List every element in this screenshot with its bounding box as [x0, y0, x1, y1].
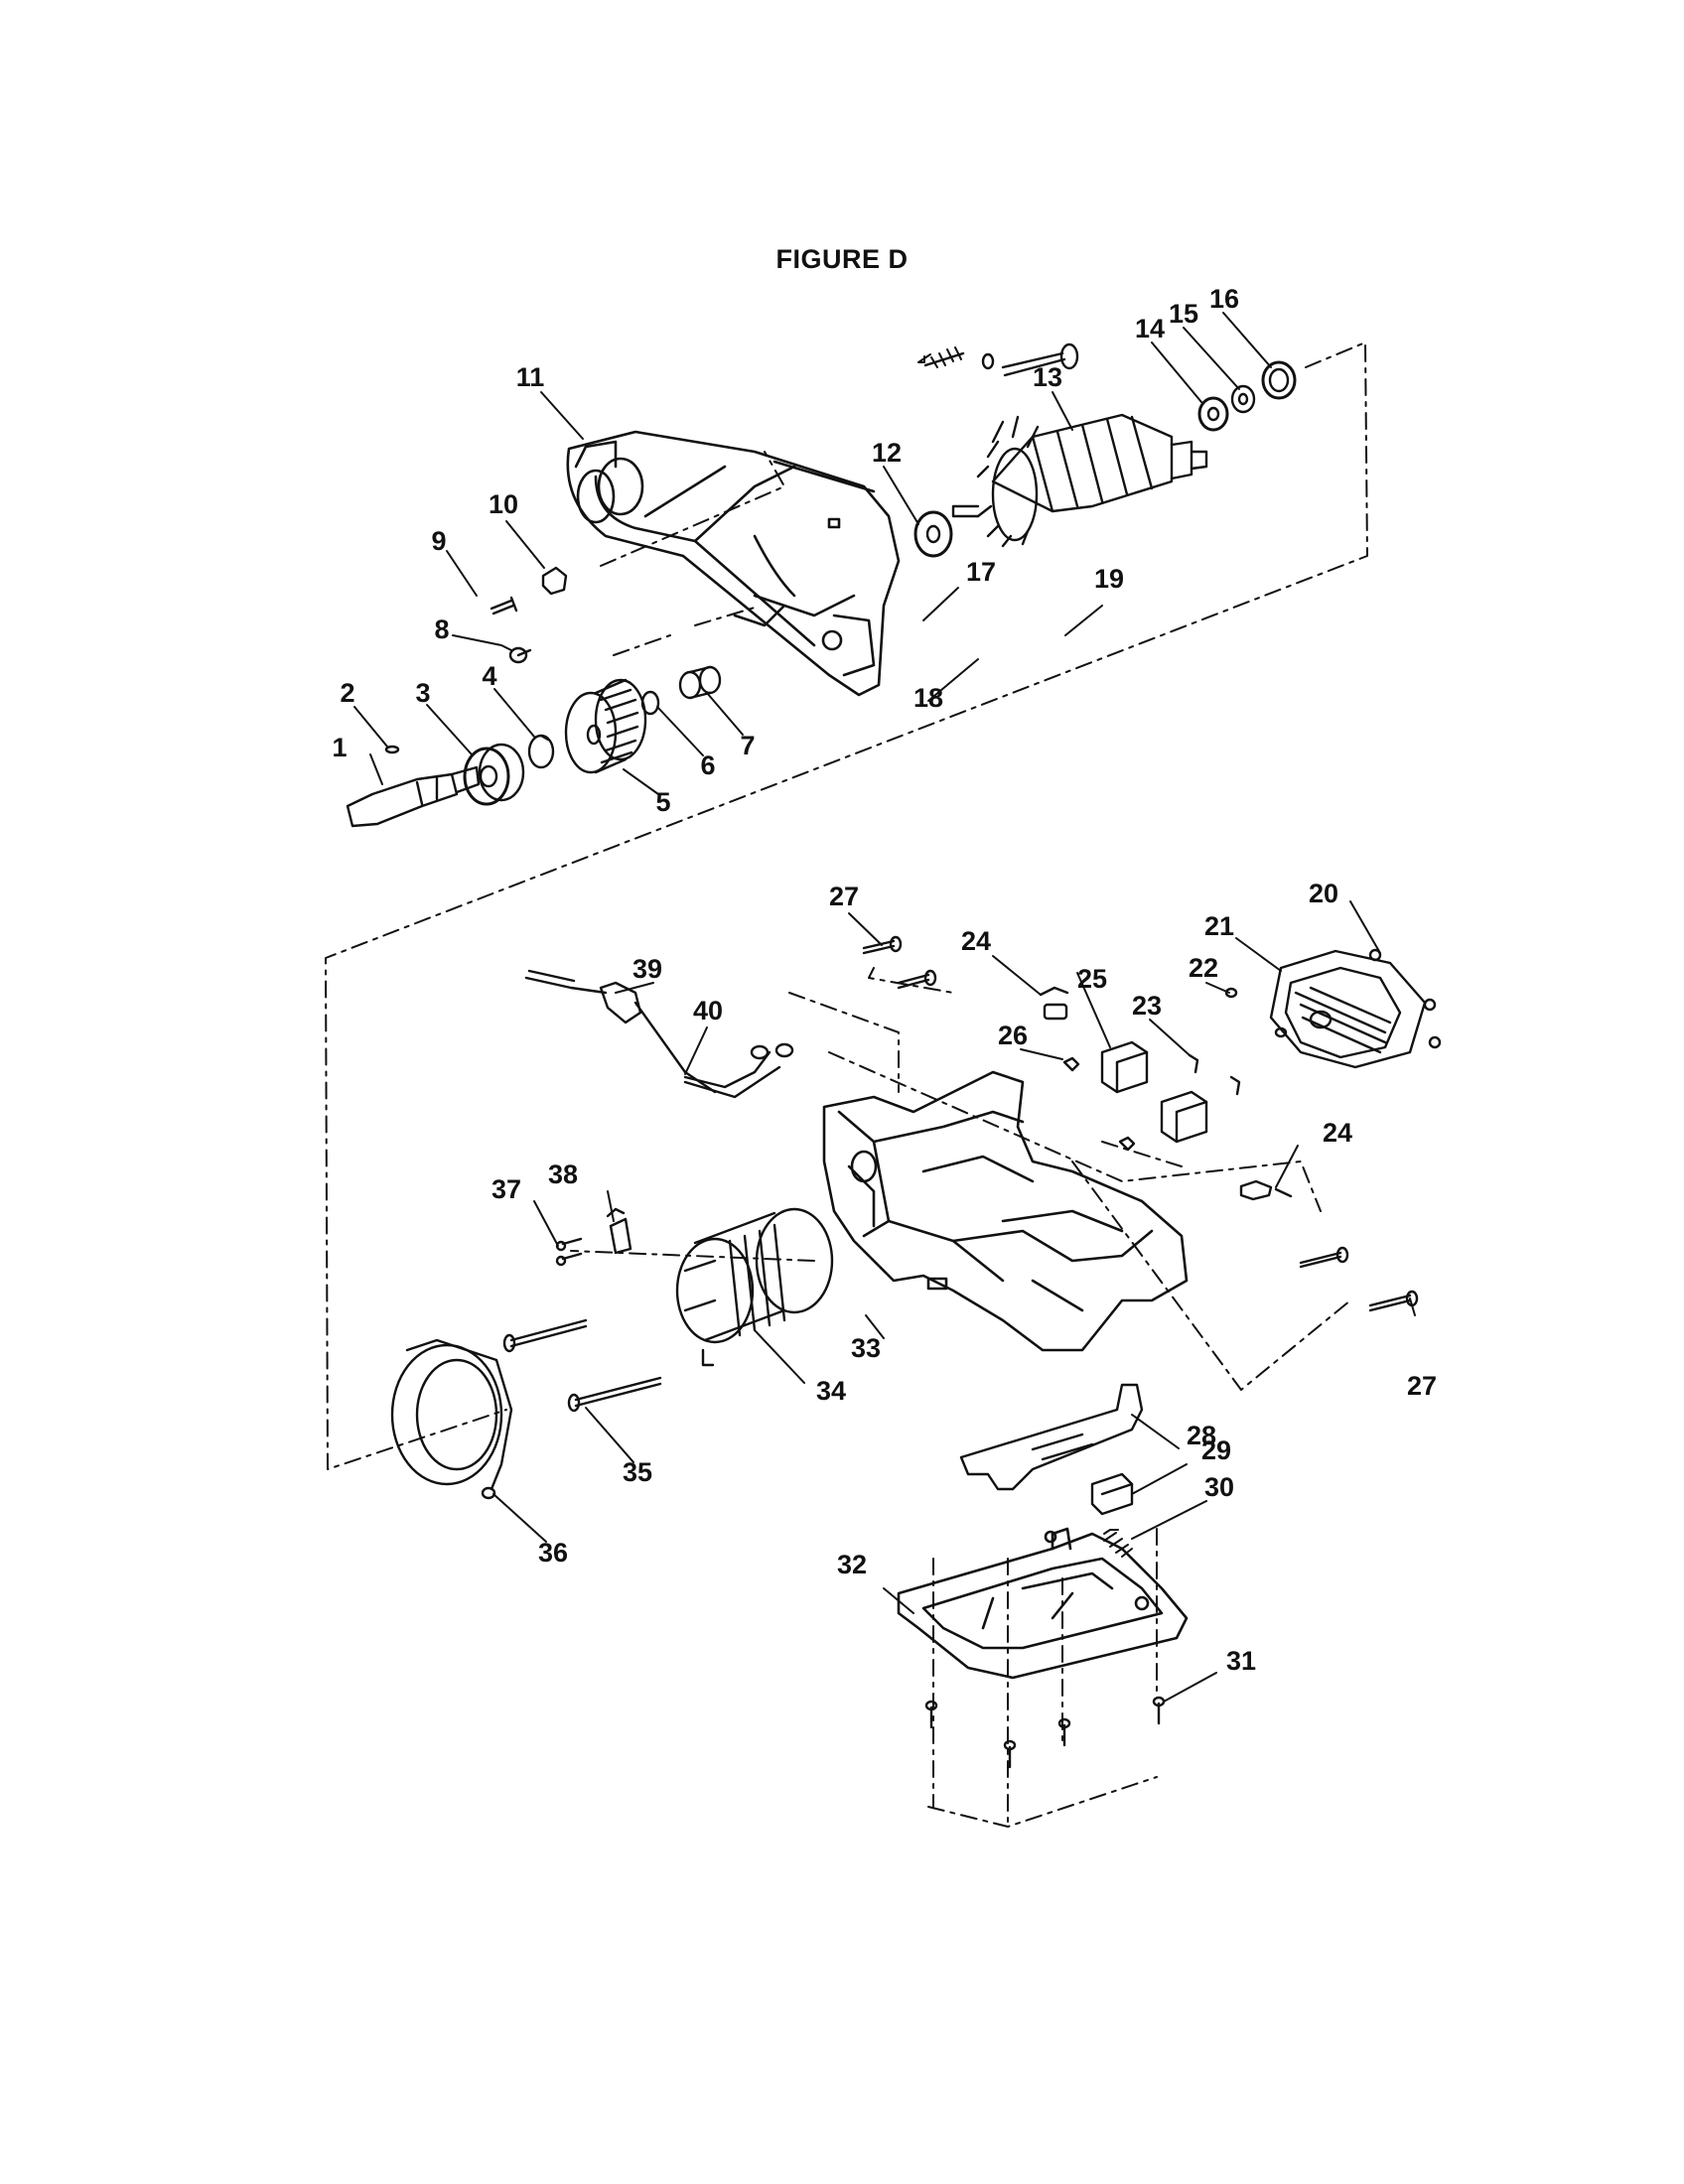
callout-39: 39: [632, 954, 662, 984]
callout-29: 29: [1201, 1435, 1231, 1465]
motor-housing: [822, 1070, 1189, 1352]
assembly-guide-lines: [325, 341, 1368, 1828]
base-plate: [897, 1527, 1189, 1680]
callout-22: 22: [1189, 953, 1218, 983]
callout-27a: 27: [829, 882, 859, 911]
gear-housing: [566, 430, 901, 697]
callout-7: 7: [740, 731, 755, 760]
figure-title: FIGURE D: [775, 244, 909, 274]
callout-19: 19: [1094, 564, 1124, 594]
field-coil: [675, 1207, 834, 1367]
callout-18: 18: [913, 683, 943, 713]
callout-1: 1: [332, 733, 347, 762]
callout-labels: 1 2 3 4 5 6 7 8 9 10 11 12 13 14 15 16 1…: [332, 284, 1437, 1676]
callout-14: 14: [1135, 314, 1165, 343]
callout-31: 31: [1226, 1646, 1256, 1676]
callout-26: 26: [998, 1021, 1028, 1050]
callout-16: 16: [1209, 284, 1239, 314]
callout-24a: 24: [961, 926, 991, 956]
callout-25: 25: [1077, 964, 1107, 994]
callout-17: 17: [966, 557, 996, 587]
end-bracket: [390, 1338, 513, 1500]
callout-15: 15: [1169, 299, 1198, 329]
callout-9: 9: [431, 526, 446, 556]
callout-4: 4: [482, 661, 496, 691]
armature: [951, 413, 1208, 548]
callout-11: 11: [516, 362, 545, 392]
callout-34: 34: [816, 1376, 846, 1406]
leader-lines: [353, 312, 1416, 1703]
spindle-lock-parts: [917, 342, 1079, 377]
callout-30: 30: [1204, 1472, 1234, 1502]
callout-6: 6: [700, 751, 715, 780]
callout-5: 5: [655, 787, 670, 817]
callout-13: 13: [1033, 362, 1062, 392]
callout-38: 38: [548, 1160, 578, 1189]
callout-12: 12: [872, 438, 902, 468]
callout-33: 33: [851, 1333, 881, 1363]
callout-23: 23: [1132, 991, 1162, 1021]
end-cap-and-brushes: [524, 948, 1442, 1255]
callout-40: 40: [693, 996, 723, 1025]
callout-20: 20: [1309, 879, 1338, 908]
callout-24b: 24: [1323, 1118, 1352, 1148]
callout-27b: 27: [1407, 1371, 1437, 1401]
screws: [502, 935, 1419, 1769]
output-shaft-parts: [346, 566, 722, 828]
callout-35: 35: [623, 1457, 652, 1487]
callout-36: 36: [538, 1538, 568, 1568]
callout-37: 37: [491, 1174, 521, 1204]
callout-2: 2: [340, 678, 354, 708]
callout-10: 10: [489, 489, 518, 519]
callout-32: 32: [837, 1550, 867, 1579]
callout-21: 21: [1204, 911, 1234, 941]
callout-8: 8: [434, 614, 449, 644]
trigger-parts: [959, 1383, 1144, 1558]
bearings-upper: [913, 360, 1297, 558]
callout-3: 3: [415, 678, 430, 708]
callout-28: 28: [1187, 1421, 1216, 1450]
